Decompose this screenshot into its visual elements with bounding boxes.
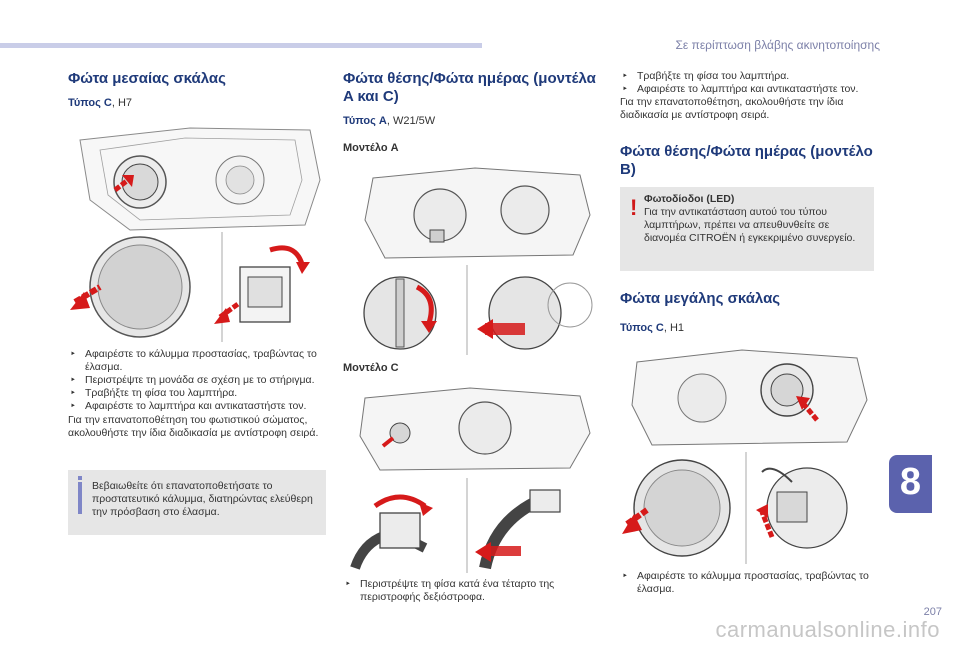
bulb-type-value: , W21/5W: [386, 115, 436, 127]
model-c-headlamp-illustration: [359, 387, 591, 471]
steps-position-c: Περιστρέψτε τη φίσα κατά ένα τέταρτο της…: [343, 578, 603, 604]
model-a-socket-illustration: [363, 265, 593, 355]
info-icon: [78, 476, 82, 514]
cover-and-bulb-illustration: [70, 232, 310, 342]
section-title-low-beam: Φώτα μεσαίας σκάλας: [68, 70, 226, 87]
page-number: 207: [923, 606, 942, 618]
chapter-tab: 8: [889, 455, 932, 513]
warning-text: Για την αντικατάσταση αυτού του τύπου λα…: [644, 206, 856, 244]
bulb-type-label: Τύπος C: [68, 97, 112, 109]
list-item: Αφαιρέστε το λαμπτήρα και αντικαταστήστε…: [68, 400, 326, 413]
steps-position-c-continued: Τραβήξτε τη φίσα του λαμπτήρα. Αφαιρέστε…: [620, 70, 875, 96]
list-item: Αφαιρέστε το λαμπτήρα και αντικαταστήστε…: [620, 83, 875, 96]
list-item: Αφαιρέστε το κάλυμμα προστασίας, τραβώντ…: [68, 348, 326, 374]
bulb-type-value: , H7: [111, 97, 133, 109]
model-c-socket-illustration: [350, 478, 561, 573]
bulb-type-high-beam: Τύπος C, H1: [620, 322, 684, 334]
page-header-title: Σε περίπτωση βλάβης ακινητοποίησης: [675, 38, 880, 52]
warning-box-led: ! Φωτοδίοδοι (LED) Για την αντικατάσταση…: [620, 187, 874, 271]
model-c-label: Μοντέλο C: [343, 362, 399, 374]
steps-high-beam: Αφαιρέστε το κάλυμμα προστασίας, τραβώντ…: [620, 570, 875, 596]
header-accent-bar: [0, 43, 482, 48]
bulb-type-label: Τύπος C: [620, 322, 664, 334]
refit-note-position: Για την επανατοποθέτηση, ακολουθήστε την…: [620, 96, 844, 121]
refit-note-low-beam: Για την επανατοποθέτηση του φωτιστικού σ…: [68, 414, 319, 439]
steps-low-beam: Αφαιρέστε το κάλυμμα προστασίας, τραβώντ…: [68, 348, 326, 413]
list-item: Τραβήξτε τη φίσα του λαμπτήρα.: [620, 70, 875, 83]
info-box-cover: Βεβαιωθείτε ότι επανατοποθετήσατε το προ…: [68, 470, 326, 535]
warning-title: Φωτοδίοδοι (LED): [644, 193, 735, 205]
list-item: Αφαιρέστε το κάλυμμα προστασίας, τραβώντ…: [620, 570, 875, 596]
bulb-type-value: , H1: [663, 322, 685, 334]
warning-icon: !: [630, 195, 638, 220]
info-text: Βεβαιωθείτε ότι επανατοποθετήσατε το προ…: [92, 480, 313, 518]
warning-content: Φωτοδίοδοι (LED) Για την αντικατάσταση α…: [644, 193, 868, 245]
list-item: Περιστρέψτε τη φίσα κατά ένα τέταρτο της…: [343, 578, 603, 604]
watermark-text: carmanualsonline.info: [715, 617, 940, 642]
section-title-high-beam: Φώτα μεγάλης σκάλας: [620, 290, 781, 307]
headlamp-illustration: [79, 127, 321, 231]
bulb-type-low-beam: Τύπος C, H7: [68, 97, 132, 109]
bulb-type-position: Τύπος A, W21/5W: [343, 115, 435, 127]
high-beam-headlamp-illustration: [631, 349, 868, 446]
list-item: Περιστρέψτε τη μονάδα σε σχέση με το στή…: [68, 374, 326, 387]
list-item: Τραβήξτε τη φίσα του λαμπτήρα.: [68, 387, 326, 400]
section-title-position-lights-ac: Φώτα θέσης/Φώτα ημέρας (μοντέλα A και C): [343, 70, 596, 105]
high-beam-cover-illustration: [622, 452, 848, 564]
model-a-headlamp-illustration: [364, 167, 591, 259]
section-title-position-lights-b: Φώτα θέσης/Φώτα ημέρας (μοντέλο B): [620, 143, 873, 178]
model-a-label: Μοντέλο A: [343, 142, 399, 154]
bulb-type-label: Τύπος A: [343, 115, 387, 127]
chapter-number: 8: [899, 461, 922, 503]
